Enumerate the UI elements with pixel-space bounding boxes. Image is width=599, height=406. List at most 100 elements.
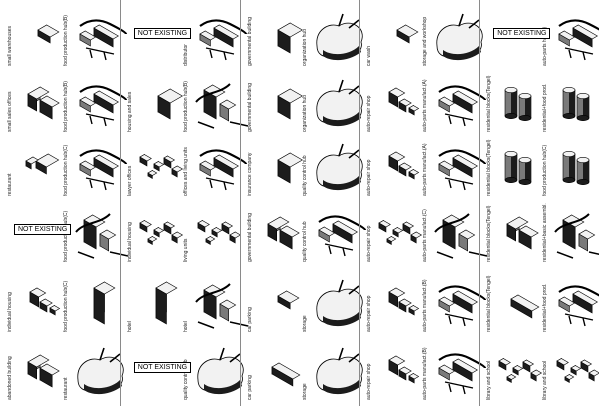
existing-building-figure xyxy=(132,72,182,130)
proposed-use-label: hotel xyxy=(184,321,189,332)
column-divider xyxy=(359,0,360,406)
typology-cell: auto-parts hub(C)NOT EXISTING xyxy=(481,4,597,68)
existing-building-figure xyxy=(132,202,182,260)
proposed-use-label: auto-parts manufact.(B) xyxy=(423,279,428,332)
typology-cell: residential blocks(Tengel)residential+fo… xyxy=(481,270,597,334)
proposed-use-label: storage xyxy=(303,315,308,332)
existing-building-figure xyxy=(371,340,421,398)
proposed-building-figure xyxy=(549,136,599,194)
proposed-use-label: food production hub(B) xyxy=(64,15,69,66)
proposed-use-label: auto-parts manufact.(A) xyxy=(423,143,428,196)
existing-building-figure xyxy=(371,136,421,194)
proposed-use-label: residential+food prod. xyxy=(543,83,548,131)
typology-cell: residential blocks(Tengel)residential+fo… xyxy=(481,70,597,134)
proposed-building-figure xyxy=(549,72,599,130)
proposed-use-label: library and school xyxy=(543,360,548,399)
column-divider xyxy=(479,0,480,406)
proposed-building-figure xyxy=(190,136,242,194)
proposed-building-figure xyxy=(549,6,599,64)
existing-building-figure xyxy=(12,6,62,64)
existing-building-figure xyxy=(12,272,62,330)
proposed-use-label: food production hub(C) xyxy=(64,281,69,332)
proposed-use-label: restaurant xyxy=(64,377,69,400)
proposed-use-label: food production hub(C) xyxy=(64,145,69,196)
existing-building-figure xyxy=(252,340,302,398)
proposed-building-figure xyxy=(429,202,481,260)
existing-building-figure xyxy=(491,340,541,398)
proposed-building-figure xyxy=(429,272,481,330)
proposed-use-label: storage xyxy=(303,383,308,400)
proposed-building-figure xyxy=(70,72,122,130)
existing-building-figure xyxy=(252,6,302,64)
existing-building-figure xyxy=(491,136,541,194)
existing-building-figure xyxy=(132,136,182,194)
typology-cell: residential blocks(Tengel)food productio… xyxy=(481,134,597,198)
proposed-building-figure xyxy=(190,202,242,260)
proposed-building-figure xyxy=(549,202,599,260)
proposed-building-figure xyxy=(70,6,122,64)
not-existing-badge: NOT EXISTING xyxy=(14,224,71,235)
existing-building-figure xyxy=(371,202,421,260)
proposed-use-label: auto-parts manufact.(C) xyxy=(423,209,428,262)
proposed-use-label: food production hub(B) xyxy=(184,81,189,132)
proposed-use-label: organization hub xyxy=(303,29,308,66)
proposed-use-label: auto-parts manufact.(B) xyxy=(423,347,428,400)
proposed-use-label: storage and workshop xyxy=(423,16,428,65)
existing-building-figure xyxy=(371,72,421,130)
proposed-building-figure xyxy=(309,202,361,260)
proposed-building-figure xyxy=(549,272,599,330)
proposed-use-label: living units xyxy=(184,238,189,261)
not-existing-badge: NOT EXISTING xyxy=(134,362,191,373)
proposed-building-figure xyxy=(190,272,242,330)
proposed-building-figure xyxy=(190,72,242,130)
proposed-building-figure xyxy=(190,6,242,64)
existing-building-figure xyxy=(371,6,421,64)
proposed-building-figure xyxy=(70,202,122,260)
existing-building-figure xyxy=(252,202,302,260)
proposed-building-figure xyxy=(549,340,599,398)
proposed-use-label: residential+basic assembl. xyxy=(543,203,548,262)
typology-cell: car parkingstorage xyxy=(242,270,358,334)
proposed-use-label: food production hub(C) xyxy=(64,211,69,262)
proposed-building-figure xyxy=(309,340,361,398)
existing-building-figure xyxy=(491,202,541,260)
proposed-building-figure xyxy=(70,272,122,330)
proposed-building-figure xyxy=(429,136,481,194)
proposed-use-label: offices and living units xyxy=(184,147,189,196)
typology-cell: food production hub(C)NOT EXISTING xyxy=(2,200,118,264)
existing-building-figure xyxy=(252,136,302,194)
not-existing-badge: NOT EXISTING xyxy=(493,28,550,39)
proposed-use-label: residential+food prod. xyxy=(543,283,548,331)
existing-building-figure xyxy=(252,72,302,130)
proposed-use-label: auto-parts manufact.(A) xyxy=(423,79,428,132)
existing-building-figure xyxy=(12,72,62,130)
existing-building-figure xyxy=(371,272,421,330)
proposed-building-figure xyxy=(429,6,481,64)
existing-building-figure xyxy=(491,272,541,330)
proposed-use-label: quality control hub xyxy=(303,155,308,196)
existing-building-figure xyxy=(12,136,62,194)
proposed-building-figure xyxy=(309,136,361,194)
proposed-use-label: distributor xyxy=(184,44,189,66)
proposed-use-label: organization hub xyxy=(303,95,308,132)
proposed-use-label: quality control hub xyxy=(303,221,308,262)
